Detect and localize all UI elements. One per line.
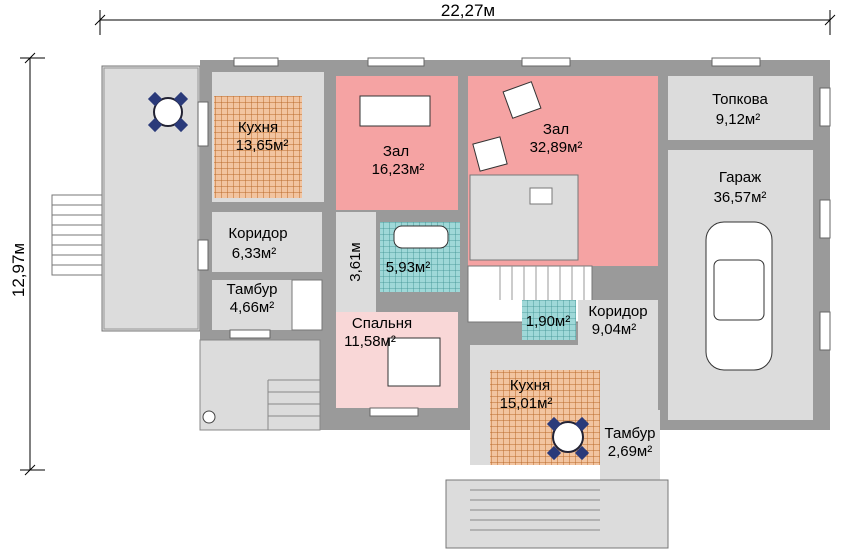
corridor2-area: 9,04м² [592,321,637,338]
hall2-area: 32,89м² [530,139,583,156]
room-wc [522,300,576,340]
corridor1-area: 6,33м² [232,245,277,262]
windows [197,57,831,417]
kitchen2-name: Кухня [510,377,550,394]
car-icon [705,221,773,371]
corridor-wall-dimension: 3,61м [347,242,364,282]
hall1-area: 16,23м² [372,161,425,178]
boiler-area: 9,12м² [716,111,761,128]
garage-area: 36,57м² [714,189,767,206]
kitchen1-floor [214,96,302,198]
room-boiler [668,76,813,140]
width-dimension [94,10,836,35]
height-label: 12,97м [9,243,28,297]
terrace [51,65,201,332]
height-dimension [20,52,45,476]
width-label: 22,27м [441,1,495,20]
kitchen1-name: Кухня [238,119,278,136]
vestibule2-area: 2,69м² [608,443,653,460]
vestibule1-area: 4,66м² [230,299,275,316]
room-vestibule2 [600,410,660,480]
hall1-name: Зал [383,143,409,160]
corridor-strip [336,212,376,312]
room-vestibule1 [212,280,292,330]
bath1-area: 5,93м² [386,259,431,276]
vestibule2-name: Тамбур [605,425,656,442]
bedroom-name: Спальня [352,315,412,332]
corridor1-name: Коридор [228,225,287,242]
garage-name: Гараж [719,169,761,186]
boiler-name: Топкова [712,91,768,108]
vestibule1-name: Тамбур [227,281,278,298]
front-porch [445,479,669,549]
stair-area [199,339,321,431]
corridor2-name: Коридор [588,303,647,320]
kitchen1-area: 13,65м² [236,137,289,154]
bedroom-area: 11,58м² [344,333,396,350]
kitchen2-area: 15,01м² [500,395,553,412]
wc-area: 1,90м² [526,313,571,330]
hall2-name: Зал [543,121,569,138]
room-corridor1 [212,212,322,272]
